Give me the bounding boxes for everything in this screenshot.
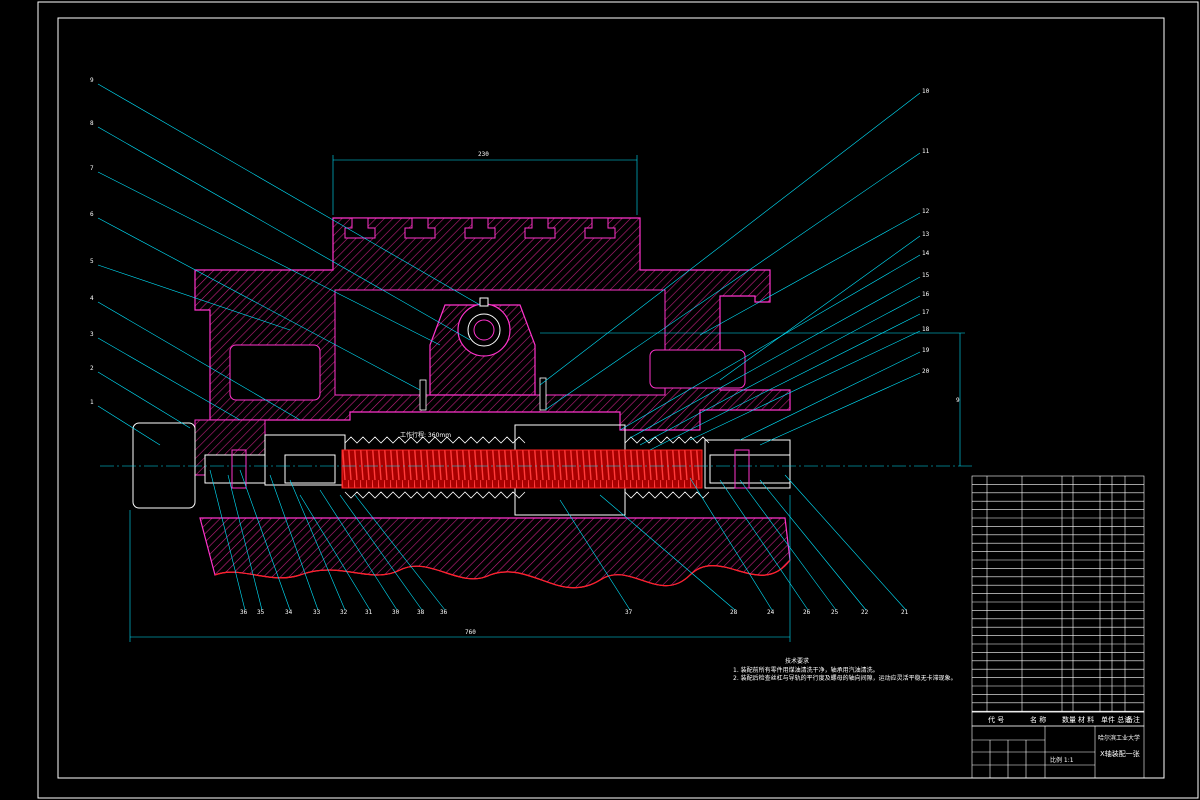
balloons-right: 10 11 12 13 14 15 16 17 18 19 20 bbox=[922, 88, 930, 375]
balloon-label: 5 bbox=[90, 258, 94, 265]
header-weight: 单件 总计 bbox=[1101, 715, 1131, 724]
notes-title: 技术要求 bbox=[785, 657, 809, 665]
balloon-label: 7 bbox=[90, 165, 94, 172]
balloon-label: 34 bbox=[285, 609, 293, 616]
balloon-label: 21 bbox=[901, 609, 909, 616]
balloon-label: 24 bbox=[767, 609, 775, 616]
thread-label: 工作行程: 360mm bbox=[400, 431, 451, 439]
notes-line: 1. 装配前所有零件用煤油清洗干净，轴承用汽油清洗。 bbox=[733, 666, 879, 674]
balloon-label: 37 bbox=[625, 609, 633, 616]
dim-top-width: 230 bbox=[478, 151, 489, 158]
balloon-label: 19 bbox=[922, 347, 930, 354]
balloons-bottom: 36 35 34 33 32 31 30 38 36 37 28 24 26 2… bbox=[240, 609, 909, 616]
balloon-label: 8 bbox=[90, 120, 94, 127]
balloon-label: 6 bbox=[90, 211, 94, 218]
balloon-label: 20 bbox=[922, 368, 930, 375]
balloon-label: 18 bbox=[922, 326, 930, 333]
drawing-frame bbox=[57, 17, 1165, 779]
dimensions bbox=[129, 155, 965, 642]
motor bbox=[132, 422, 196, 509]
balloon-label: 22 bbox=[861, 609, 869, 616]
balloon-label: 12 bbox=[922, 208, 930, 215]
balloon-label: 36 bbox=[440, 609, 448, 616]
balloon-label: 2 bbox=[90, 365, 94, 372]
header-code: 代 号 bbox=[988, 715, 1004, 724]
balloon-label: 28 bbox=[730, 609, 738, 616]
balloon-label: 31 bbox=[365, 609, 373, 616]
balloons-left: 9 8 7 6 5 4 3 2 1 bbox=[90, 77, 94, 406]
balloon-label: 38 bbox=[417, 609, 425, 616]
title-drawing: X轴装配一张 bbox=[1100, 749, 1140, 758]
header-qty: 数量 bbox=[1062, 715, 1076, 724]
ball-screw bbox=[341, 449, 703, 489]
balloon-label: 16 bbox=[922, 291, 930, 298]
balloon-label: 15 bbox=[922, 272, 930, 279]
assembly-section bbox=[100, 217, 975, 589]
title-school: 哈尔滨工业大学 bbox=[1098, 734, 1140, 742]
balloon-label: 10 bbox=[922, 88, 930, 95]
balloon-label: 36 bbox=[240, 609, 248, 616]
balloon-label: 26 bbox=[803, 609, 811, 616]
sheet-border bbox=[37, 1, 1199, 799]
balloon-label: 1 bbox=[90, 399, 94, 406]
technical-notes: 技术要求 1. 装配前所有零件用煤油清洗干净，轴承用汽油清洗。 2. 装配后检查… bbox=[733, 657, 957, 682]
balloon-label: 4 bbox=[90, 295, 94, 302]
dim-right-height: 9 bbox=[956, 397, 960, 404]
parts-list-header: 代 号 名 称 数量 材 料 单件 总计 备注 bbox=[988, 715, 1140, 724]
dim-overall-length: 760 bbox=[465, 629, 476, 636]
balloon-label: 11 bbox=[922, 148, 930, 155]
balloon-label: 35 bbox=[257, 609, 265, 616]
balloon-label: 32 bbox=[340, 609, 348, 616]
balloon-label: 25 bbox=[831, 609, 839, 616]
balloon-label: 30 bbox=[392, 609, 400, 616]
balloon-label: 13 bbox=[922, 231, 930, 238]
balloon-label: 14 bbox=[922, 250, 930, 257]
header-material: 材 料 bbox=[1078, 715, 1094, 724]
title-block bbox=[971, 725, 1145, 779]
balloon-label: 33 bbox=[313, 609, 321, 616]
header-name: 名 称 bbox=[1030, 715, 1046, 724]
leader-lines bbox=[97, 83, 921, 611]
header-remark: 备注 bbox=[1126, 715, 1140, 724]
balloon-label: 9 bbox=[90, 77, 94, 84]
balloon-label: 3 bbox=[90, 331, 94, 338]
balloon-label: 17 bbox=[922, 309, 930, 316]
notes-line: 2. 装配后检查丝杠与导轨的平行度及螺母的轴向间隙，运动应灵活平稳无卡滞现象。 bbox=[733, 674, 957, 682]
parts-list bbox=[971, 475, 1145, 727]
title-scale: 比例 1:1 bbox=[1050, 756, 1074, 764]
